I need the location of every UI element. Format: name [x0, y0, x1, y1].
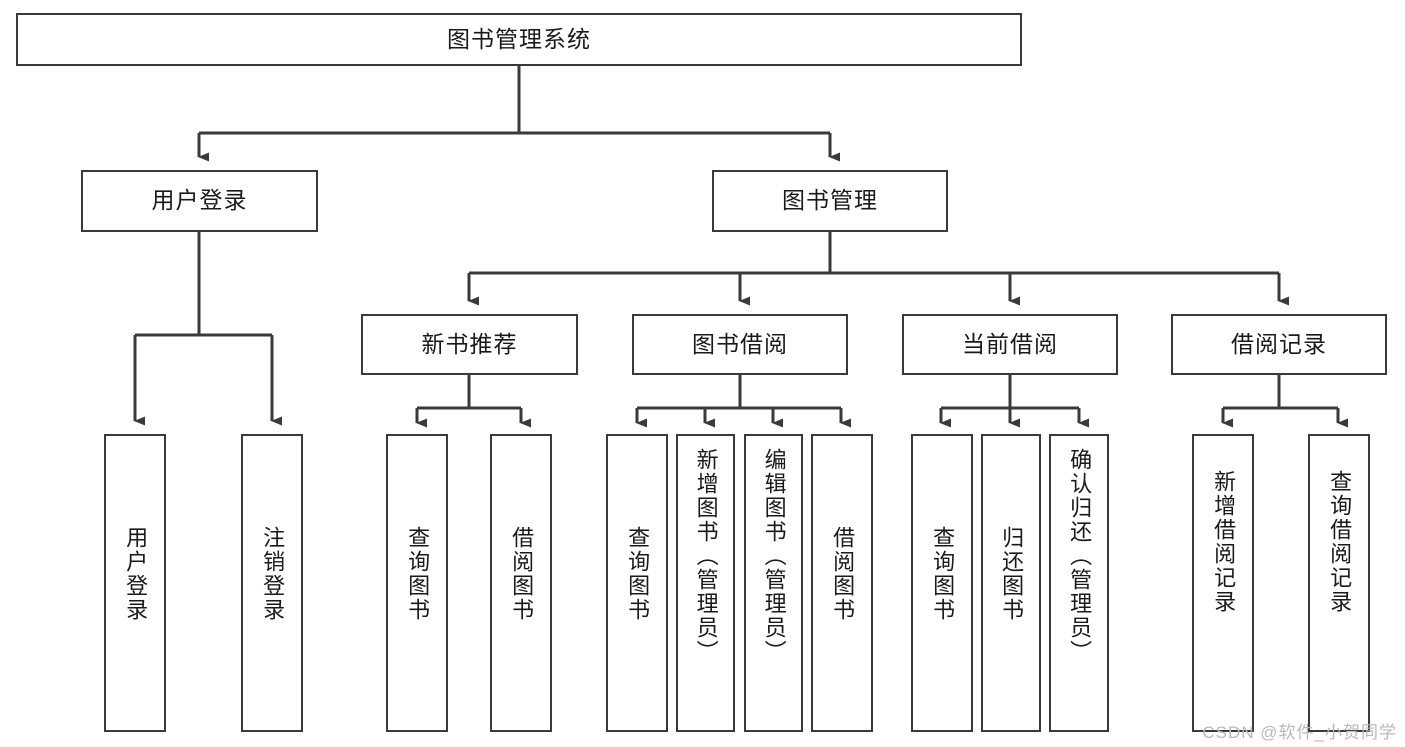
node-label: 图书借阅	[692, 330, 788, 357]
leaf-add-book-admin[interactable]: 新增图书（管理员）	[676, 434, 735, 732]
connectors-new-book	[415, 375, 531, 428]
leaf-user-login[interactable]: 用户登录	[104, 434, 166, 732]
node-label: 用户登录	[151, 187, 248, 214]
node-label: 归还图书	[999, 526, 1025, 622]
node-label: 借阅图书	[830, 526, 856, 622]
leaf-logout-login[interactable]: 注销登录	[241, 434, 303, 732]
connectors-current-borrow	[939, 375, 1089, 428]
node-user-login[interactable]: 用户登录	[81, 170, 318, 232]
node-label: 借阅记录	[1231, 330, 1327, 357]
node-root-book-management-system[interactable]: 图书管理系统	[16, 13, 1022, 66]
node-label: 用户登录	[123, 526, 149, 622]
node-book-borrow[interactable]: 图书借阅	[632, 314, 848, 375]
node-label: 查询图书	[405, 526, 431, 622]
node-book-management[interactable]: 图书管理	[712, 170, 948, 232]
node-label: 图书管理	[782, 187, 878, 214]
node-label: 注销登录	[260, 526, 286, 622]
node-label: 借阅图书	[509, 526, 535, 622]
node-new-book-recommend[interactable]: 新书推荐	[361, 314, 578, 375]
leaf-borrow-book-new[interactable]: 借阅图书	[490, 434, 552, 732]
node-label: 编辑图书（管理员）	[761, 448, 787, 664]
leaf-edit-book-admin[interactable]: 编辑图书（管理员）	[744, 434, 803, 732]
leaf-query-book-current[interactable]: 查询图书	[911, 434, 973, 732]
leaf-add-borrow-record[interactable]: 新增借阅记录	[1192, 434, 1254, 732]
node-current-borrow[interactable]: 当前借阅	[902, 314, 1118, 375]
connectors-book-borrow	[635, 375, 851, 428]
node-label: 当前借阅	[962, 330, 1058, 357]
node-label: 新增图书（管理员）	[693, 448, 719, 664]
leaf-query-book-new[interactable]: 查询图书	[386, 434, 448, 732]
connectors-root	[197, 66, 840, 162]
node-label: 新书推荐	[421, 330, 518, 357]
node-label: 图书管理系统	[447, 25, 591, 52]
leaf-query-book-borrow[interactable]: 查询图书	[606, 434, 668, 732]
connectors-book-manage	[467, 232, 1289, 306]
node-label: 查询图书	[625, 526, 651, 622]
connectors-borrow-record	[1221, 375, 1348, 428]
connectors-user-login	[133, 232, 282, 426]
node-label: 确认归还（管理员）	[1067, 448, 1093, 664]
leaf-return-book[interactable]: 归还图书	[981, 434, 1041, 732]
node-label: 查询图书	[930, 526, 956, 622]
leaf-confirm-return-admin[interactable]: 确认归还（管理员）	[1049, 434, 1109, 732]
leaf-query-borrow-record[interactable]: 查询借阅记录	[1308, 434, 1370, 732]
node-label: 查询借阅记录	[1327, 470, 1353, 614]
leaf-borrow-book[interactable]: 借阅图书	[811, 434, 873, 732]
node-label: 新增借阅记录	[1211, 470, 1237, 614]
node-borrow-record[interactable]: 借阅记录	[1171, 314, 1387, 375]
